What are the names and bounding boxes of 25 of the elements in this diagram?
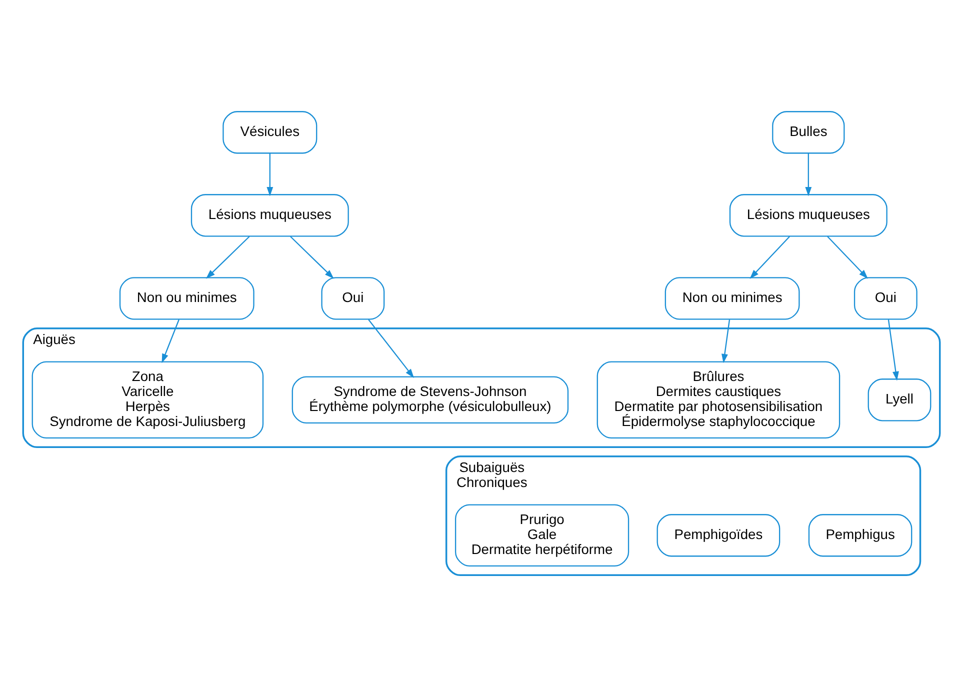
arrow [290, 236, 334, 279]
node-box: Bulles [772, 111, 844, 154]
node-box: Lésions muqueuses [728, 194, 887, 237]
node-box: Vésicules [222, 111, 317, 154]
arrow [266, 153, 273, 196]
node-box: Oui [853, 277, 917, 320]
node-box: Pemphigoïdes [656, 514, 780, 557]
arrow [804, 153, 812, 196]
arrow [205, 236, 250, 279]
node-box: Prurigo Gale Dermatite herpétiforme [454, 504, 629, 567]
arrow [749, 236, 790, 279]
node-box: Lyell [867, 378, 931, 422]
node-box: Brûlures Dermites caustiques Dermatite par photosensibilisation Épidermolyse staphylococcique [596, 361, 840, 439]
node-box: Lésions muqueuses [190, 194, 348, 237]
arrow [721, 320, 730, 364]
arrow [887, 320, 898, 381]
node-box: Non ou minimes [118, 277, 254, 320]
node-box: Pemphigus [808, 514, 912, 557]
arrow [161, 319, 179, 364]
node-box: Syndrome de Stevens-Johnson Érythème polymorphe (vésiculobulleux) [291, 376, 568, 424]
node-box: Zona Varicelle Herpès Syndrome de Kaposi-Juliusberg [31, 361, 264, 439]
node-box: Non ou minimes [664, 277, 800, 320]
node-box: Oui [320, 277, 384, 320]
arrow [368, 319, 414, 378]
arrow [826, 236, 868, 279]
